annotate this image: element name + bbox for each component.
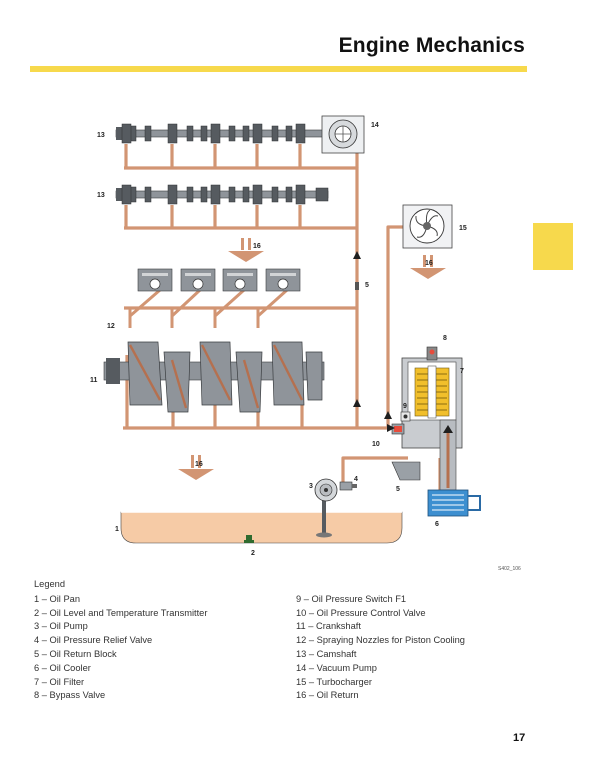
legend-item: 16 – Oil Return [296, 690, 359, 701]
camshaft-lower [115, 184, 329, 205]
oil-pan [120, 511, 403, 544]
legend-item: 14 – Vacuum Pump [296, 662, 377, 673]
nozzle-1 [128, 288, 161, 328]
oil-cooler [427, 489, 481, 517]
callout-6: 6 [435, 521, 439, 528]
legend-item: 7 – Oil Filter [34, 676, 85, 687]
vacuum-pump [321, 115, 365, 154]
callout-16-a: 16 [253, 243, 261, 250]
nozzle-3 [213, 288, 246, 328]
callout-9: 9 [403, 403, 407, 410]
oil-pickup [316, 500, 332, 538]
legend-item: 10 – Oil Pressure Control Valve [296, 607, 426, 618]
turbo-supply-line [386, 225, 403, 428]
oil-return-arrow-3 [178, 455, 214, 480]
oil-pressure-control-valve [391, 423, 405, 435]
turbocharger [402, 204, 453, 249]
callout-13-lower: 13 [97, 192, 105, 199]
legend-item: 5 – Oil Return Block [34, 648, 117, 659]
callout-16-b: 16 [425, 260, 433, 267]
oil-level-transmitter [244, 535, 254, 543]
callout-14: 14 [371, 122, 379, 129]
callout-12: 12 [107, 323, 115, 330]
callout-10: 10 [372, 441, 380, 448]
nozzle-2 [170, 288, 202, 328]
legend-item: 15 – Turbocharger [296, 676, 372, 687]
legend-item: 3 – Oil Pump [34, 621, 88, 632]
pump-pressure-line [341, 456, 408, 485]
callout-labels: 1 2 3 4 5 5 6 7 8 9 10 11 12 13 13 14 15… [90, 122, 467, 557]
legend-item: 8 – Bypass Valve [34, 690, 106, 701]
callout-11: 11 [90, 377, 98, 384]
callout-13-upper: 13 [97, 132, 105, 139]
oil-return-block [391, 461, 421, 481]
pistons [137, 268, 301, 292]
figure-code: S402_106 [498, 566, 521, 572]
legend-column-right: 9 – Oil Pressure Switch F1 10 – Oil Pres… [296, 593, 546, 703]
camshaft-upper [115, 123, 329, 144]
callout-5-lower: 5 [396, 486, 400, 493]
legend-item: 11 – Crankshaft [296, 621, 361, 632]
callout-3: 3 [309, 483, 313, 490]
piston-3 [222, 268, 258, 292]
oil-return-arrow-2 [410, 255, 446, 279]
flow-arrows [353, 251, 395, 432]
callout-5-upper: 5 [365, 282, 369, 289]
nozzle-4 [256, 288, 289, 328]
callout-15: 15 [459, 225, 467, 232]
spraying-nozzles [128, 288, 289, 328]
crankshaft [103, 341, 325, 413]
callout-7: 7 [460, 368, 464, 375]
legend-item: 6 – Oil Cooler [34, 662, 91, 673]
callout-1: 1 [115, 526, 119, 533]
callout-4: 4 [354, 476, 358, 483]
callout-2: 2 [251, 550, 255, 557]
oil-lines [123, 144, 442, 490]
bypass-valve [426, 346, 438, 361]
callout-16-c: 16 [195, 461, 203, 468]
callout-8: 8 [443, 335, 447, 342]
page-number: 17 [513, 732, 526, 744]
title-rule [30, 66, 527, 72]
piston-4 [265, 268, 301, 292]
legend-item: 4 – Oil Pressure Relief Valve [34, 635, 153, 646]
legend-heading: Legend [34, 579, 66, 589]
section-tab [533, 223, 573, 270]
legend-item: 12 – Spraying Nozzles for Piston Cooling [296, 635, 465, 646]
page-title: Engine Mechanics [338, 34, 525, 57]
piston-2 [180, 268, 216, 292]
legend-item: 2 – Oil Level and Temperature Transmitte… [34, 607, 208, 618]
oil-pressure-switch [400, 411, 411, 422]
oil-return-arrow-1 [228, 238, 264, 262]
oil-pressure-relief-valve [339, 481, 357, 491]
legend-item: 9 – Oil Pressure Switch F1 [296, 593, 407, 604]
legend-item: 13 – Camshaft [296, 648, 357, 659]
legend-column-left: 1 – Oil Pan 2 – Oil Level and Temperatur… [34, 593, 296, 703]
oil-return-block-upper [355, 282, 359, 290]
oil-filter-module [401, 346, 463, 491]
legend-item: 1 – Oil Pan [34, 593, 80, 604]
legend: Legend 1 – Oil Pan 2 – Oil Level and Tem… [34, 578, 554, 703]
oil-pump [314, 478, 338, 502]
piston-1 [137, 268, 173, 292]
